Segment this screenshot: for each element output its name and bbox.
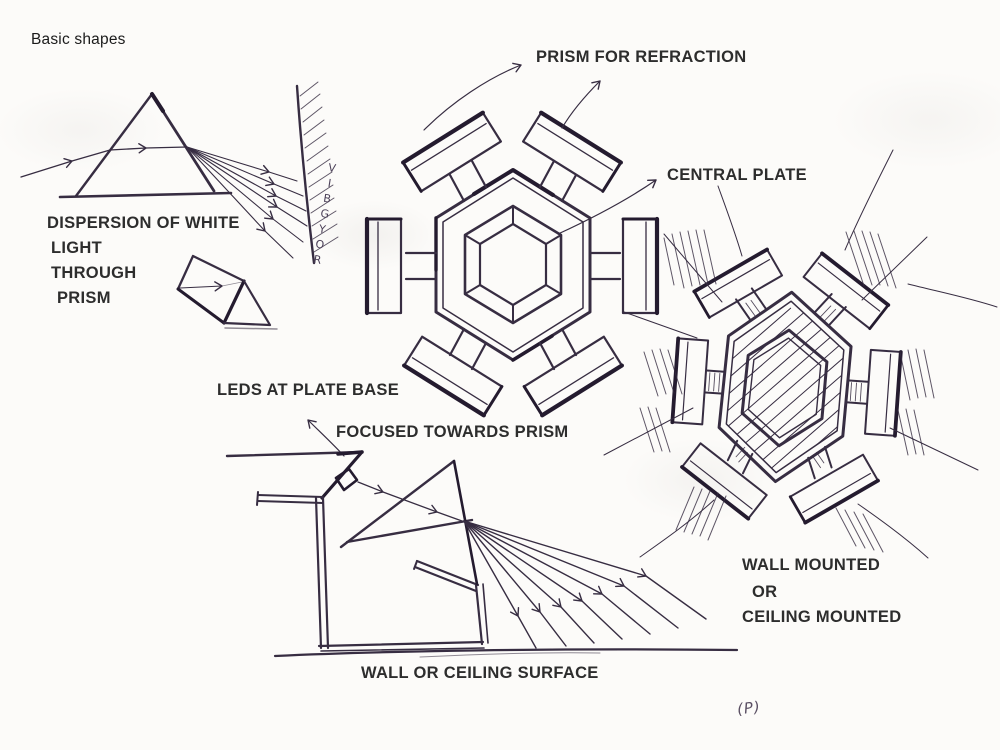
internal-arrow	[179, 281, 223, 292]
prism-bar-left	[364, 216, 403, 316]
prism-shadow	[224, 327, 278, 330]
mounting-line-3: CEILING MOUNTED	[742, 608, 902, 626]
signature-mark: (P)	[735, 697, 762, 719]
stem-hatching	[708, 299, 862, 469]
prism-bar-lower-right	[522, 335, 624, 418]
label-wall-or-ceiling-surface: WALL OR CEILING SURFACE	[361, 664, 599, 682]
wall-bar-lower-left	[680, 442, 768, 521]
dispersion-line-1: DISPERSION OF WHITE	[47, 214, 240, 232]
mounting-line-1: WALL MOUNTED	[742, 556, 881, 574]
box-right-edge	[474, 583, 484, 646]
arrow-to-prism-label-2	[561, 80, 601, 129]
label-central-plate: CENTRAL PLATE	[667, 166, 807, 184]
ground-line	[273, 648, 739, 658]
prism-triangle	[74, 92, 154, 198]
small-prism-sketch	[176, 254, 278, 330]
focused-ray-fan	[463, 520, 707, 649]
ring-hatching	[723, 297, 847, 477]
label-leds-at-plate-base: LEDS AT PLATE BASE	[217, 381, 400, 399]
wall-bar-lower-right	[788, 453, 880, 525]
hatch-top-left	[663, 229, 717, 289]
dispersion-prism-sketch	[20, 81, 339, 265]
incident-ray	[20, 149, 111, 178]
prism-bar-upper-right	[522, 110, 623, 193]
bevel-lines	[464, 205, 562, 324]
wall-fixture-sketch	[603, 149, 998, 559]
internal-ray	[109, 143, 188, 154]
dispersion-line-2: LIGHT	[51, 239, 102, 257]
prism-end-face	[222, 279, 272, 327]
hatch-right	[897, 348, 935, 456]
label-focused-towards-prism: FOCUSED TOWARDS PRISM	[336, 423, 569, 441]
spectrum-rays	[186, 146, 308, 259]
outer-hexagon	[434, 168, 592, 362]
arrow-to-prism-label-1	[423, 62, 522, 131]
wall-fixture-outer-hexagon	[717, 290, 853, 484]
prism-bar-right	[621, 216, 660, 316]
prism-triangle-base	[58, 191, 233, 199]
inner-hexagon	[478, 222, 548, 307]
hatch-top-right	[845, 230, 897, 289]
hatch-left	[639, 348, 683, 453]
radiating-light-lines	[603, 149, 998, 559]
wall-bar-left	[670, 336, 710, 426]
prism-bar-upper-left	[401, 110, 502, 193]
central-fixture-sketch	[364, 110, 660, 418]
wall-fixture-bars	[670, 247, 903, 525]
wall-fixture-outer-inset	[725, 300, 845, 474]
shelf-edge	[415, 559, 480, 587]
prism-bar-lower-left	[402, 335, 504, 418]
led-ray	[357, 481, 463, 522]
wall-bar-right	[864, 348, 903, 438]
connector-stems	[404, 159, 622, 371]
screen-line	[295, 84, 316, 265]
hatch-bottom-right	[835, 507, 884, 553]
mounting-cross-section-sketch	[225, 450, 739, 658]
prism-apex-accent	[150, 92, 165, 113]
dispersion-line-4: PRISM	[57, 289, 111, 307]
mounting-line-2: OR	[752, 583, 778, 601]
box-bottom-edge	[317, 640, 485, 648]
hatch-bottom-left	[675, 486, 727, 541]
wall-bar-upper-right	[802, 251, 891, 331]
prism-bars	[364, 110, 660, 418]
arrow-to-central-plate-label	[557, 179, 657, 235]
dispersion-line-3: THROUGH	[51, 264, 137, 282]
bracket-left-edge	[314, 496, 323, 650]
wall-fixture-inner-inset	[747, 337, 822, 439]
page-title: Basic shapes	[31, 31, 126, 48]
led-module	[334, 467, 359, 492]
wall-fixture-inner-hexagon	[740, 328, 829, 448]
section-prism-base-edge	[345, 518, 474, 544]
label-prism-for-refraction: PRISM FOR REFRACTION	[536, 48, 747, 66]
screen-hatching	[299, 81, 339, 253]
